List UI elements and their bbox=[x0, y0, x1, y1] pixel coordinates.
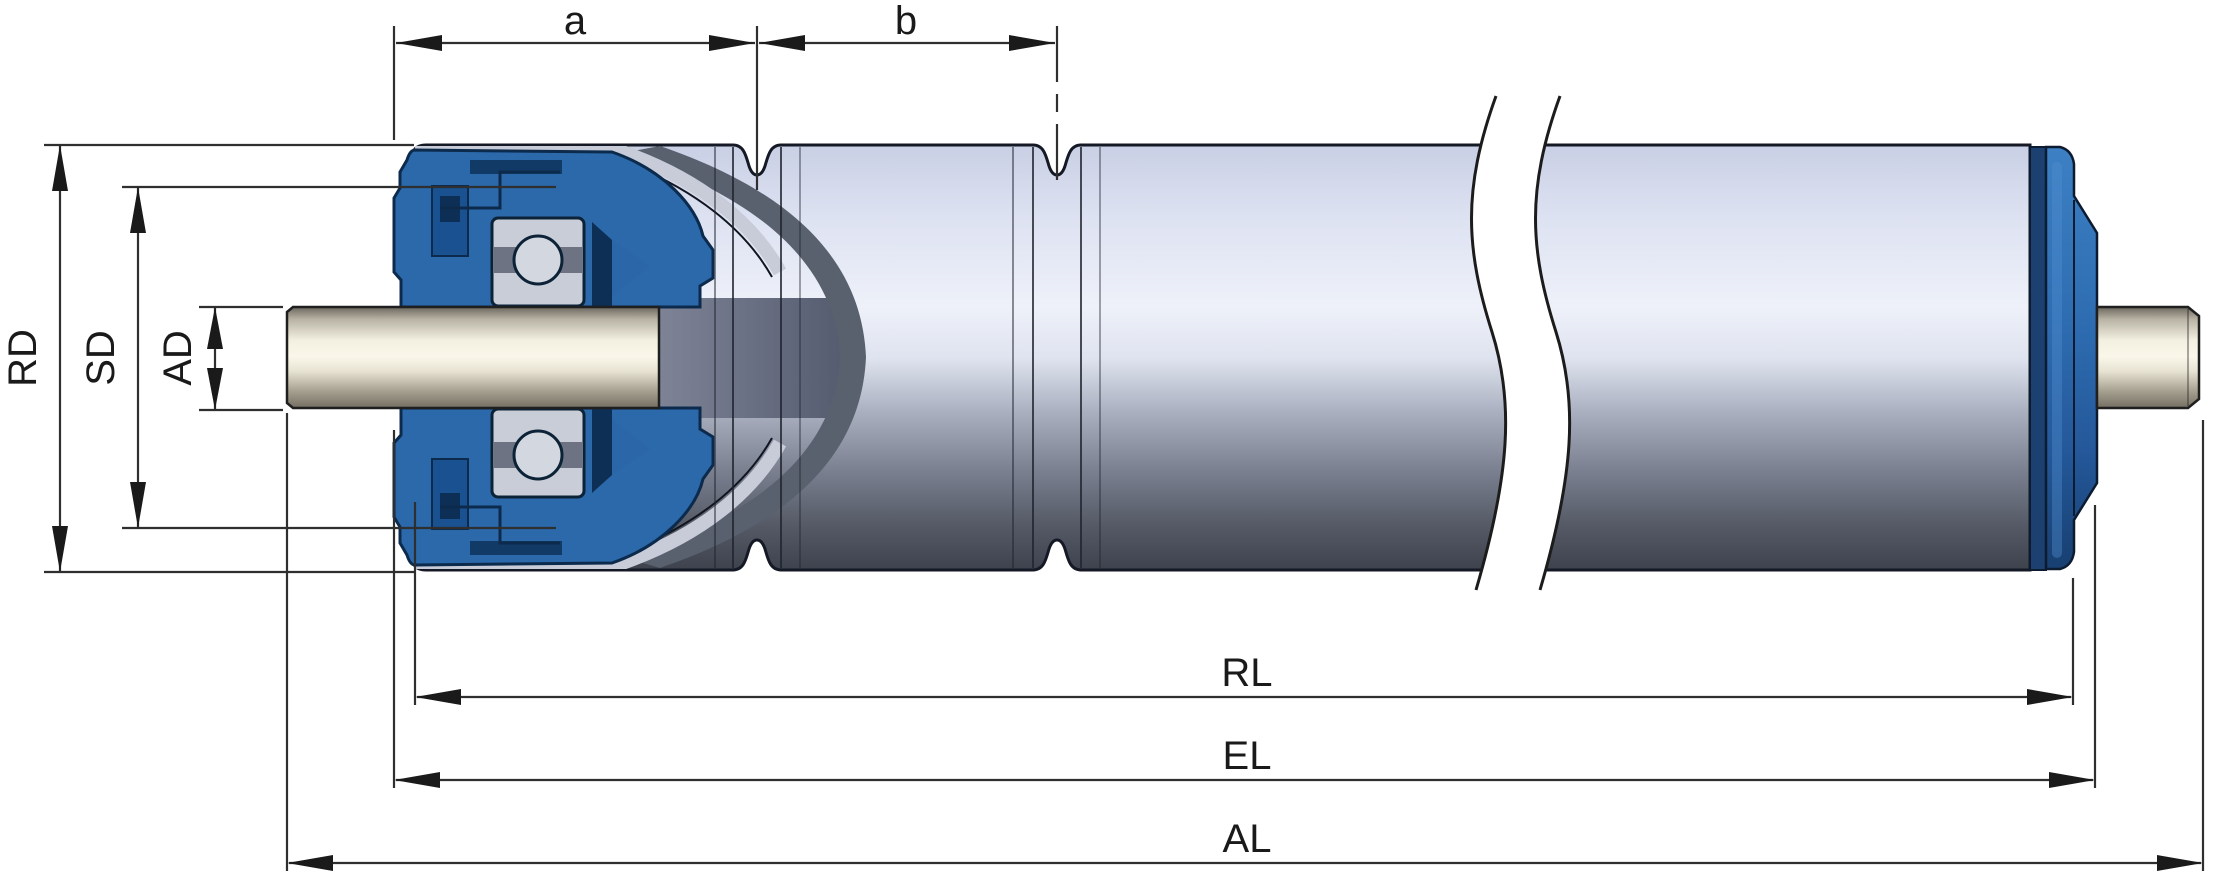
break-line-left bbox=[1470, 95, 1508, 591]
dim-sd-arrow-bottom bbox=[130, 482, 146, 528]
axle-left bbox=[285, 305, 661, 410]
dim-rd-arrow-bottom bbox=[52, 526, 68, 572]
break-symbol bbox=[1470, 95, 1572, 591]
dim-b-arrow-left bbox=[759, 35, 805, 51]
bearing-ball-top bbox=[512, 234, 564, 286]
dim-label-rd: RD bbox=[1, 329, 45, 387]
dimension-sd bbox=[122, 185, 556, 530]
dimension-a bbox=[392, 26, 759, 190]
bearing-ball-bottom bbox=[512, 429, 564, 481]
dim-label-al: AL bbox=[1223, 817, 1272, 861]
dim-label-sd: SD bbox=[79, 330, 123, 386]
end-cap-highlight bbox=[2052, 162, 2062, 558]
housing-step-line-bottom bbox=[440, 505, 560, 545]
dim-rd-arrow-top bbox=[52, 145, 68, 191]
dimension-rd bbox=[44, 143, 414, 574]
dim-el-arrow-right bbox=[2049, 772, 2095, 788]
dim-label-b: b bbox=[895, 0, 917, 43]
break-band bbox=[1471, 96, 1570, 590]
break-line-right bbox=[1534, 95, 1572, 591]
dim-a-arrow-left bbox=[396, 35, 442, 51]
dimension-b bbox=[759, 26, 1059, 190]
cutaway-interior-shadow bbox=[640, 298, 845, 418]
dim-label-ad: AD bbox=[156, 330, 200, 386]
dim-al-arrow-left bbox=[287, 855, 333, 871]
dimension-ad bbox=[199, 305, 283, 412]
dim-sd-arrow-top bbox=[130, 187, 146, 233]
dim-el-arrow-left bbox=[394, 772, 440, 788]
end-cap-navy-ring bbox=[2029, 146, 2047, 571]
dim-label-rl: RL bbox=[1221, 651, 1272, 695]
housing-wedge2-top bbox=[612, 240, 650, 296]
dim-ad-arrow-top bbox=[207, 307, 223, 349]
dimension-rl bbox=[413, 502, 2075, 705]
housing-wedge-top bbox=[592, 222, 612, 306]
dim-ad-arrow-bottom bbox=[207, 368, 223, 410]
dim-b-arrow-right bbox=[1009, 35, 1055, 51]
tube-segment-lines bbox=[714, 147, 1101, 568]
cutaway-edge-shadow bbox=[622, 146, 866, 568]
dimension-al bbox=[285, 413, 2205, 871]
end-cap bbox=[2044, 145, 2099, 571]
housing-wedge2-bottom bbox=[612, 419, 650, 475]
bearing-housing-bottom bbox=[392, 406, 715, 567]
dim-rl-arrow-left bbox=[415, 689, 461, 705]
housing-wedge-bottom bbox=[592, 409, 612, 493]
dim-a-arrow-right bbox=[709, 35, 755, 51]
dimensions bbox=[44, 26, 2205, 871]
dim-al-arrow-right bbox=[2157, 855, 2203, 871]
axle-right bbox=[2095, 305, 2201, 410]
dim-label-el: EL bbox=[1223, 734, 1272, 778]
dim-label-a: a bbox=[564, 0, 587, 43]
dimension-el bbox=[392, 430, 2097, 788]
housing-step-line-top bbox=[440, 170, 560, 210]
dim-rl-arrow-right bbox=[2027, 689, 2073, 705]
